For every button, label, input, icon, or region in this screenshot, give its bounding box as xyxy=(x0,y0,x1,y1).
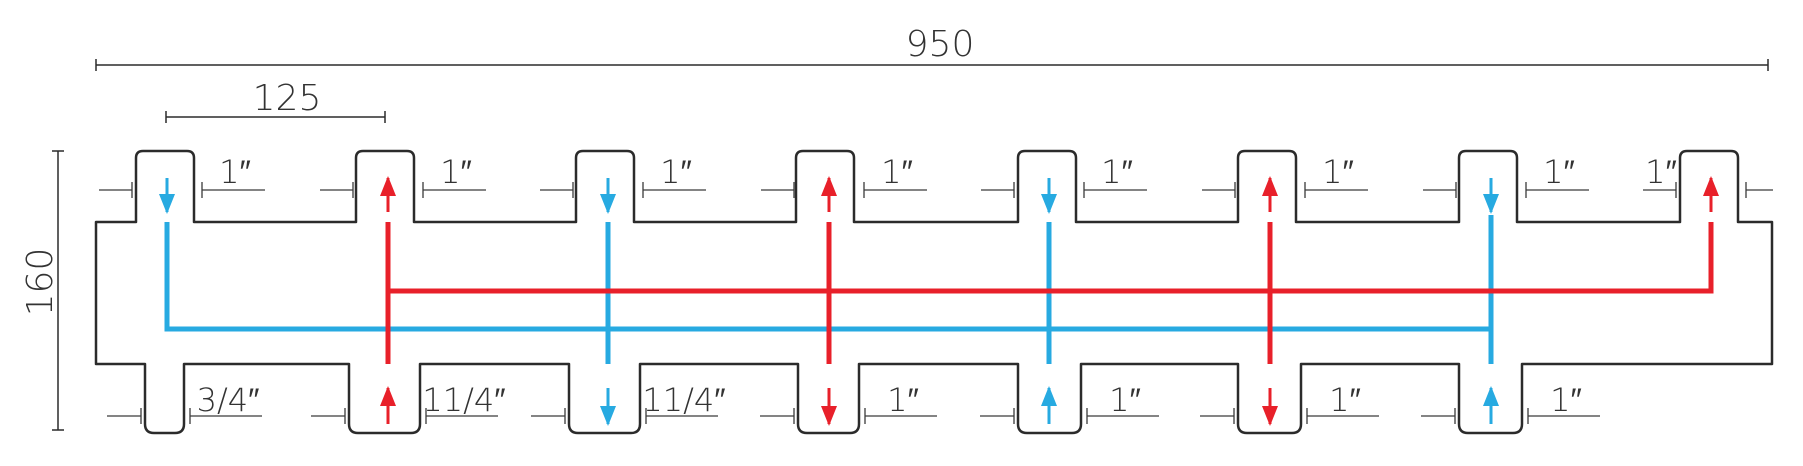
top-port: 1″ xyxy=(1202,153,1368,212)
port-size-dimension: 11/4″ xyxy=(422,381,506,424)
dimension-height: 160 xyxy=(20,150,64,431)
top-port: 1″ xyxy=(1643,153,1773,212)
dimension-leader xyxy=(320,182,354,198)
bottom-port: 1″ xyxy=(1421,381,1600,424)
dimension-leader xyxy=(311,408,346,424)
total-width-label: 950 xyxy=(906,24,975,65)
flow-arrow-icon xyxy=(159,178,175,214)
port-size-dimension: 1″ xyxy=(642,153,706,198)
flow-arrow-icon xyxy=(1262,388,1278,426)
dimension-leader xyxy=(531,408,566,424)
top-port: 1″ xyxy=(99,153,265,214)
dimension-leader xyxy=(99,182,133,198)
port-size-dimension: 1″ xyxy=(1645,153,1773,198)
flow-arrow-icon xyxy=(1703,176,1719,212)
port-size-dimension: 1″ xyxy=(1304,153,1368,198)
bottom-ports: 3/4″ 11/4″ 11/4″ 1″ 1″ 1″ 1″ xyxy=(107,381,1600,426)
port-size-label: 1″ xyxy=(660,153,692,191)
hot-flow-circuit xyxy=(385,222,1714,364)
bottom-port: 1″ xyxy=(760,381,937,426)
dimension-leader xyxy=(760,408,795,424)
dimension-leader xyxy=(761,182,795,198)
port-size-label: 11/4″ xyxy=(422,381,505,419)
port-size-label: 1″ xyxy=(1645,153,1677,191)
dimension-leader xyxy=(1202,182,1236,198)
port-size-label: 1″ xyxy=(887,381,919,419)
port-size-dimension: 1″ xyxy=(201,153,265,198)
port-size-label: 1″ xyxy=(1109,381,1141,419)
dimension-leader xyxy=(540,182,574,198)
top-ports: 1″ 1″ 1″ 1″ 1″ 1″ 1″ 1″ xyxy=(99,153,1773,214)
bottom-port: 1″ xyxy=(980,381,1159,424)
port-size-label: 1″ xyxy=(1329,381,1361,419)
dimension-total-width: 950 xyxy=(95,24,1769,71)
port-size-dimension: 1″ xyxy=(422,153,486,198)
port-size-dimension: 1″ xyxy=(864,381,937,424)
flow-arrow-icon xyxy=(1262,176,1278,212)
height-label: 160 xyxy=(20,248,61,317)
bottom-port: 3/4″ xyxy=(107,381,262,424)
top-port: 1″ xyxy=(540,153,706,214)
port-size-dimension: 1″ xyxy=(1525,153,1589,198)
port-size-dimension: 1″ xyxy=(1306,381,1379,424)
port-size-label: 1″ xyxy=(1101,153,1133,191)
flow-arrow-icon xyxy=(821,176,837,212)
port-size-label: 1″ xyxy=(1550,381,1582,419)
port-size-label: 11/4″ xyxy=(642,381,725,419)
flow-arrow-icon xyxy=(821,388,837,426)
top-port: 1″ xyxy=(320,153,486,212)
dimension-leader xyxy=(1421,408,1456,424)
dimension-leader xyxy=(981,182,1015,198)
dimension-leader xyxy=(1643,182,1677,198)
bottom-port: 11/4″ xyxy=(531,381,726,426)
dimension-leader xyxy=(1200,408,1235,424)
pitch-label: 125 xyxy=(253,78,322,119)
dimension-pitch: 125 xyxy=(165,78,386,123)
port-size-label: 1″ xyxy=(881,153,913,191)
flow-arrow-icon xyxy=(1041,178,1057,214)
flow-arrow-icon xyxy=(1041,386,1057,424)
port-size-label: 1″ xyxy=(219,153,251,191)
flow-arrow-icon xyxy=(1483,386,1499,424)
top-port: 1″ xyxy=(761,153,927,212)
top-port: 1″ xyxy=(1423,153,1589,214)
top-port: 1″ xyxy=(981,153,1147,214)
flow-arrow-icon xyxy=(380,386,396,424)
dimension-leader xyxy=(1423,182,1457,198)
port-size-dimension: 1″ xyxy=(1086,381,1159,424)
port-size-dimension: 1″ xyxy=(863,153,927,198)
manifold-outline xyxy=(94,149,1774,435)
port-size-label: 1″ xyxy=(1543,153,1575,191)
bottom-port: 11/4″ xyxy=(311,381,506,424)
flow-arrow-icon xyxy=(600,388,616,426)
port-size-dimension: 11/4″ xyxy=(642,381,726,424)
dimension-leader xyxy=(107,408,142,424)
port-size-label: 1″ xyxy=(1322,153,1354,191)
dimension-leader xyxy=(980,408,1015,424)
flow-arrow-icon xyxy=(1483,178,1499,214)
port-size-dimension: 3/4″ xyxy=(189,381,262,424)
port-size-dimension: 1″ xyxy=(1083,153,1147,198)
flow-arrow-icon xyxy=(380,176,396,212)
bottom-port: 1″ xyxy=(1200,381,1379,426)
port-size-dimension: 1″ xyxy=(1527,381,1600,424)
port-size-label: 1″ xyxy=(440,153,472,191)
port-size-label: 3/4″ xyxy=(197,381,260,419)
flow-arrow-icon xyxy=(600,178,616,214)
